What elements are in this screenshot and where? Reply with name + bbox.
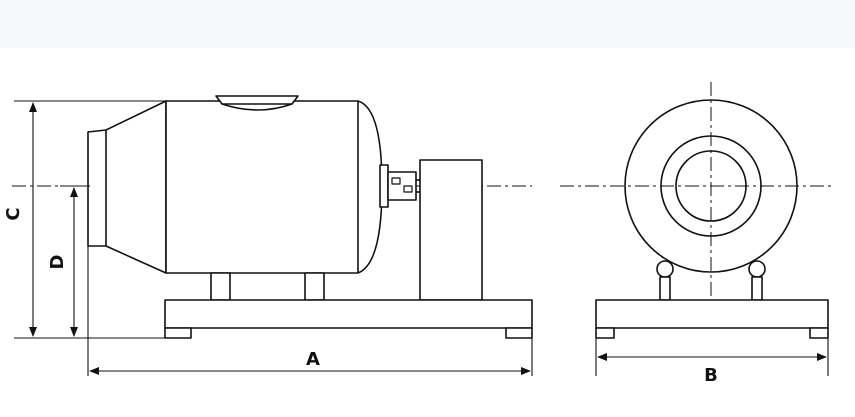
drum-middle-circle [660,135,762,237]
drum-body [165,100,383,274]
support-leg-right [304,272,325,301]
dim-label-b: B [704,365,718,386]
drive-housing [419,159,483,301]
side-view [12,95,533,339]
shaft-flange [379,164,389,208]
end-base-foot-right [809,327,829,339]
roller-left [656,260,674,278]
base-foot-left [164,327,192,339]
base-frame [164,299,533,329]
dim-label-d: D [47,255,68,270]
end-dimensions [595,338,829,376]
side-dimensions [14,100,533,376]
roller-right [748,260,766,278]
base-foot-right [505,327,533,339]
dim-label-a: A [306,349,320,370]
dim-label-c: C [3,207,24,220]
roller-post-right [751,276,763,301]
end-base-foot-left [595,327,615,339]
support-leg-left [210,272,231,301]
drum-inner-circle [675,150,747,222]
top-band [0,0,855,48]
drum-outer-circle [624,99,798,273]
end-base-frame [595,299,829,329]
roller-post-left [659,276,671,301]
cone-hopper [87,100,167,274]
end-view [560,82,835,339]
